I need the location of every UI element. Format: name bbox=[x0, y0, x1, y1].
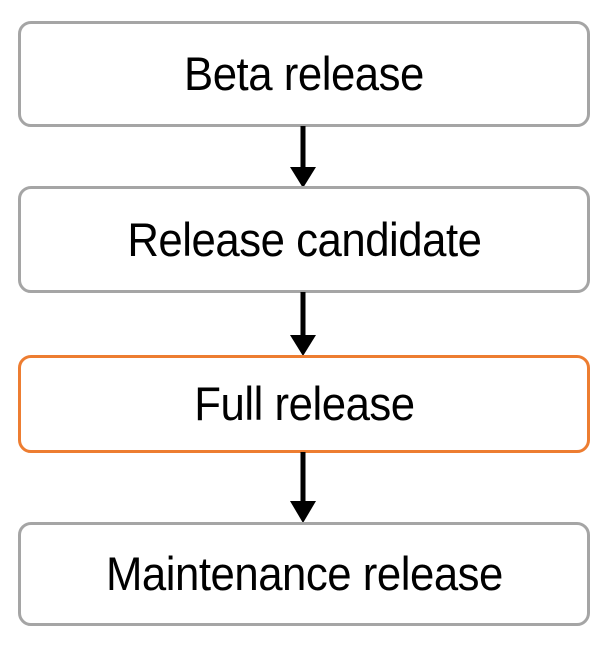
flow-node-maintenance-release[interactable]: Maintenance release bbox=[18, 522, 590, 626]
flow-arrow-rc-to-full bbox=[0, 290, 607, 358]
arrow-down-icon bbox=[290, 126, 316, 188]
flow-node-full-release[interactable]: Full release bbox=[18, 355, 590, 453]
flow-node-label: Maintenance release bbox=[105, 547, 503, 601]
flow-node-release-candidate[interactable]: Release candidate bbox=[18, 186, 590, 293]
flow-arrow-full-to-maintenance bbox=[0, 450, 607, 525]
flow-node-label: Beta release bbox=[184, 47, 424, 101]
flow-node-label: Full release bbox=[193, 377, 415, 431]
flow-arrow-beta-to-rc bbox=[0, 124, 607, 190]
flow-node-label: Release candidate bbox=[126, 212, 482, 266]
flow-node-beta-release[interactable]: Beta release bbox=[18, 21, 590, 127]
arrow-down-icon bbox=[290, 452, 316, 523]
arrow-down-icon bbox=[290, 292, 316, 356]
